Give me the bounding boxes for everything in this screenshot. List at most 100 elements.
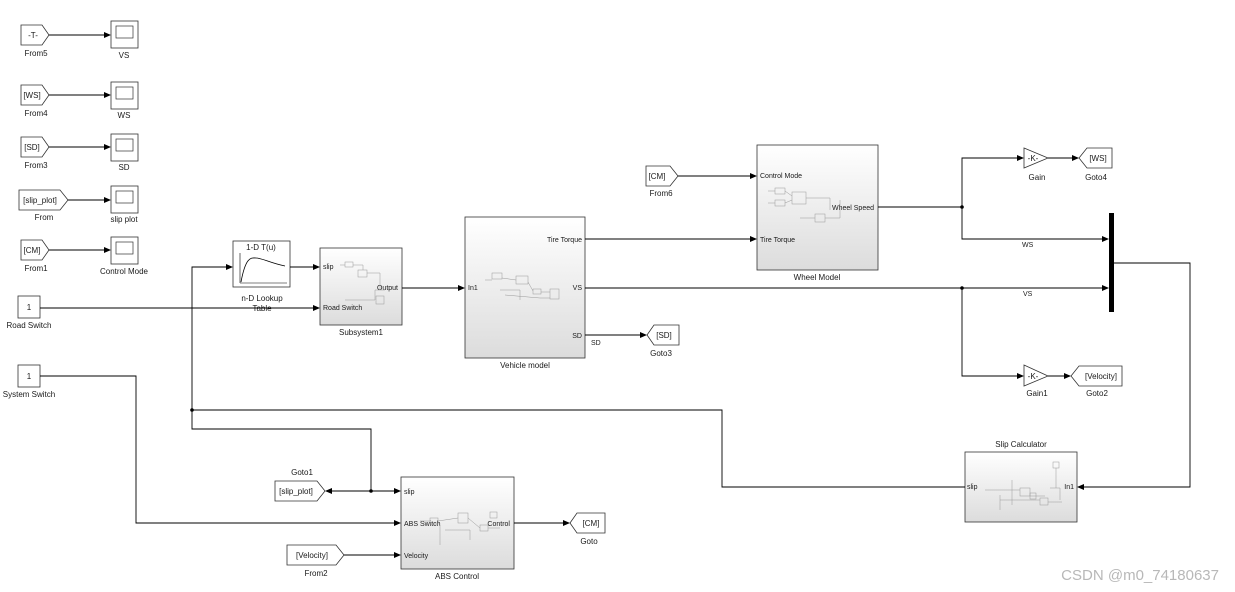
from2-tag: [Velocity] [296,551,328,560]
scope-vs-label: VS [119,51,130,60]
signal-line [961,288,1024,379]
from-tag: [slip_plot] [23,196,57,205]
vehicle-model-name: Vehicle model [500,361,550,370]
goto1-label: Goto1 [291,468,313,477]
scope-sd[interactable]: SD [110,133,139,172]
scope-slip-plot-label: slip plot [110,215,138,224]
signal-lines [40,155,1191,558]
lookup-label-2: Table [252,304,272,313]
from1-tag: [CM] [24,246,41,255]
from1-block[interactable]: [CM] From1 [20,239,50,273]
scope-slip-plot[interactable]: slip plot [110,185,139,224]
abs-control-block[interactable]: slip ABS Switch Velocity Control ABS Con… [400,476,515,581]
from4-block[interactable]: [WS] From4 [20,84,50,118]
signal-line [191,264,233,410]
scope-sd-label: SD [118,163,129,172]
scope-control-mode-label: Control Mode [100,267,149,276]
from6-tag: [CM] [649,172,666,181]
signal-line [192,409,965,488]
goto-label: Goto [580,537,598,546]
vehicle-model-block[interactable]: In1 Tire Torque VS SD Vehicle model [464,216,586,370]
scope-vs[interactable]: VS [110,20,139,60]
vehicle-port-sd: SD [572,333,582,340]
signal-line [1077,262,1191,490]
from5-block[interactable]: -T- From5 [20,24,50,58]
from4-label: From4 [24,109,48,118]
gain1-text: -K- [1028,372,1039,381]
abs-port-velocity: Velocity [404,553,429,560]
road-switch-constant[interactable]: 1 Road Switch [7,295,52,330]
lookup-title: 1-D T(u) [246,243,276,252]
goto2-block[interactable]: [Velocity] Goto2 [1070,365,1123,398]
lookup-table-block[interactable]: 1-D T(u) n-D Lookup Table [232,240,291,313]
signal-line [961,155,1024,207]
gain-text: -K- [1028,154,1039,163]
goto3-block[interactable]: [SD] Goto3 [646,324,680,358]
scope-icon [115,25,134,39]
from3-tag: [SD] [24,143,40,152]
branch-point [960,286,964,290]
subsystem1-block[interactable]: slip Road Switch Output Subsystem1 [319,247,403,337]
scope-ws-label: WS [118,111,131,120]
from-block[interactable]: [slip_plot] From [18,189,69,222]
scope-icon [115,241,134,255]
gain-block[interactable]: -K- Gain [1023,147,1050,182]
goto1-tag: [slip_plot] [279,487,313,496]
goto-block[interactable]: [CM] Goto [569,512,606,546]
goto-tag: [CM] [583,519,600,528]
mux-block[interactable] [1109,213,1114,312]
goto3-label: Goto3 [650,349,672,358]
slip-calculator-block[interactable]: Slip Calculator slip In1 [964,440,1078,523]
scope-icon [115,190,134,204]
lookup-label-1: n-D Lookup [241,294,283,303]
slip-calc-mini-diagram [985,461,1062,510]
vehicle-port-in1: In1 [468,285,478,292]
signal-label-sd: SD [591,340,601,347]
signal-label-ws: WS [1022,242,1034,249]
scope-ws[interactable]: WS [110,81,139,120]
abs-control-name: ABS Control [435,572,479,581]
from3-label: From3 [24,161,48,170]
slip-calc-port-slip: slip [967,484,978,491]
from5-label: From5 [24,49,48,58]
goto4-tag: [WS] [1089,154,1106,163]
from6-block[interactable]: [CM] From6 [645,165,679,198]
from2-label: From2 [304,569,328,578]
subsystem1-port-slip: slip [323,264,334,271]
abs-port-control: Control [487,521,510,528]
gain1-block[interactable]: -K- Gain1 [1023,364,1049,398]
scope-control-mode[interactable]: Control Mode [100,236,149,276]
subsystem1-mini-diagram [340,261,385,305]
abs-port-abs-switch: ABS Switch [404,521,441,528]
from3-block[interactable]: [SD] From3 [20,136,50,170]
goto1-block[interactable]: Goto1 [slip_plot] [274,468,326,502]
goto3-tag: [SD] [656,331,672,340]
signal-line [191,410,372,491]
signal-line [40,375,401,526]
scope-icon [115,138,134,152]
goto4-label: Goto4 [1085,173,1107,182]
vehicle-mini-diagram [485,272,560,300]
goto2-tag: [Velocity] [1085,372,1117,381]
system-switch-label: System Switch [3,390,55,399]
goto4-block[interactable]: [WS] Goto4 [1078,147,1113,182]
wheel-port-tire-torque: Tire Torque [760,237,795,244]
slip-calc-port-in1: In1 [1064,484,1074,491]
signal-label-vs: VS [1023,291,1033,298]
wheel-mini-diagram [768,187,841,223]
from-label: From [35,213,54,222]
road-switch-value: 1 [27,303,32,312]
road-switch-label: Road Switch [7,321,52,330]
system-switch-constant[interactable]: 1 System Switch [3,364,55,399]
gain1-label: Gain1 [1026,389,1048,398]
subsystem1-port-output: Output [377,285,398,292]
vehicle-port-tire-torque: Tire Torque [547,237,582,244]
from6-label: From6 [649,189,673,198]
from1-label: From1 [24,264,48,273]
from2-block[interactable]: [Velocity] From2 [286,544,345,578]
watermark: CSDN @m0_74180637 [1061,567,1219,584]
wheel-model-block[interactable]: Control Mode Tire Torque Wheel Speed Whe… [756,144,879,282]
system-switch-value: 1 [27,372,32,381]
wheel-port-control-mode: Control Mode [760,173,802,180]
wheel-port-wheel-speed: Wheel Speed [832,205,874,212]
